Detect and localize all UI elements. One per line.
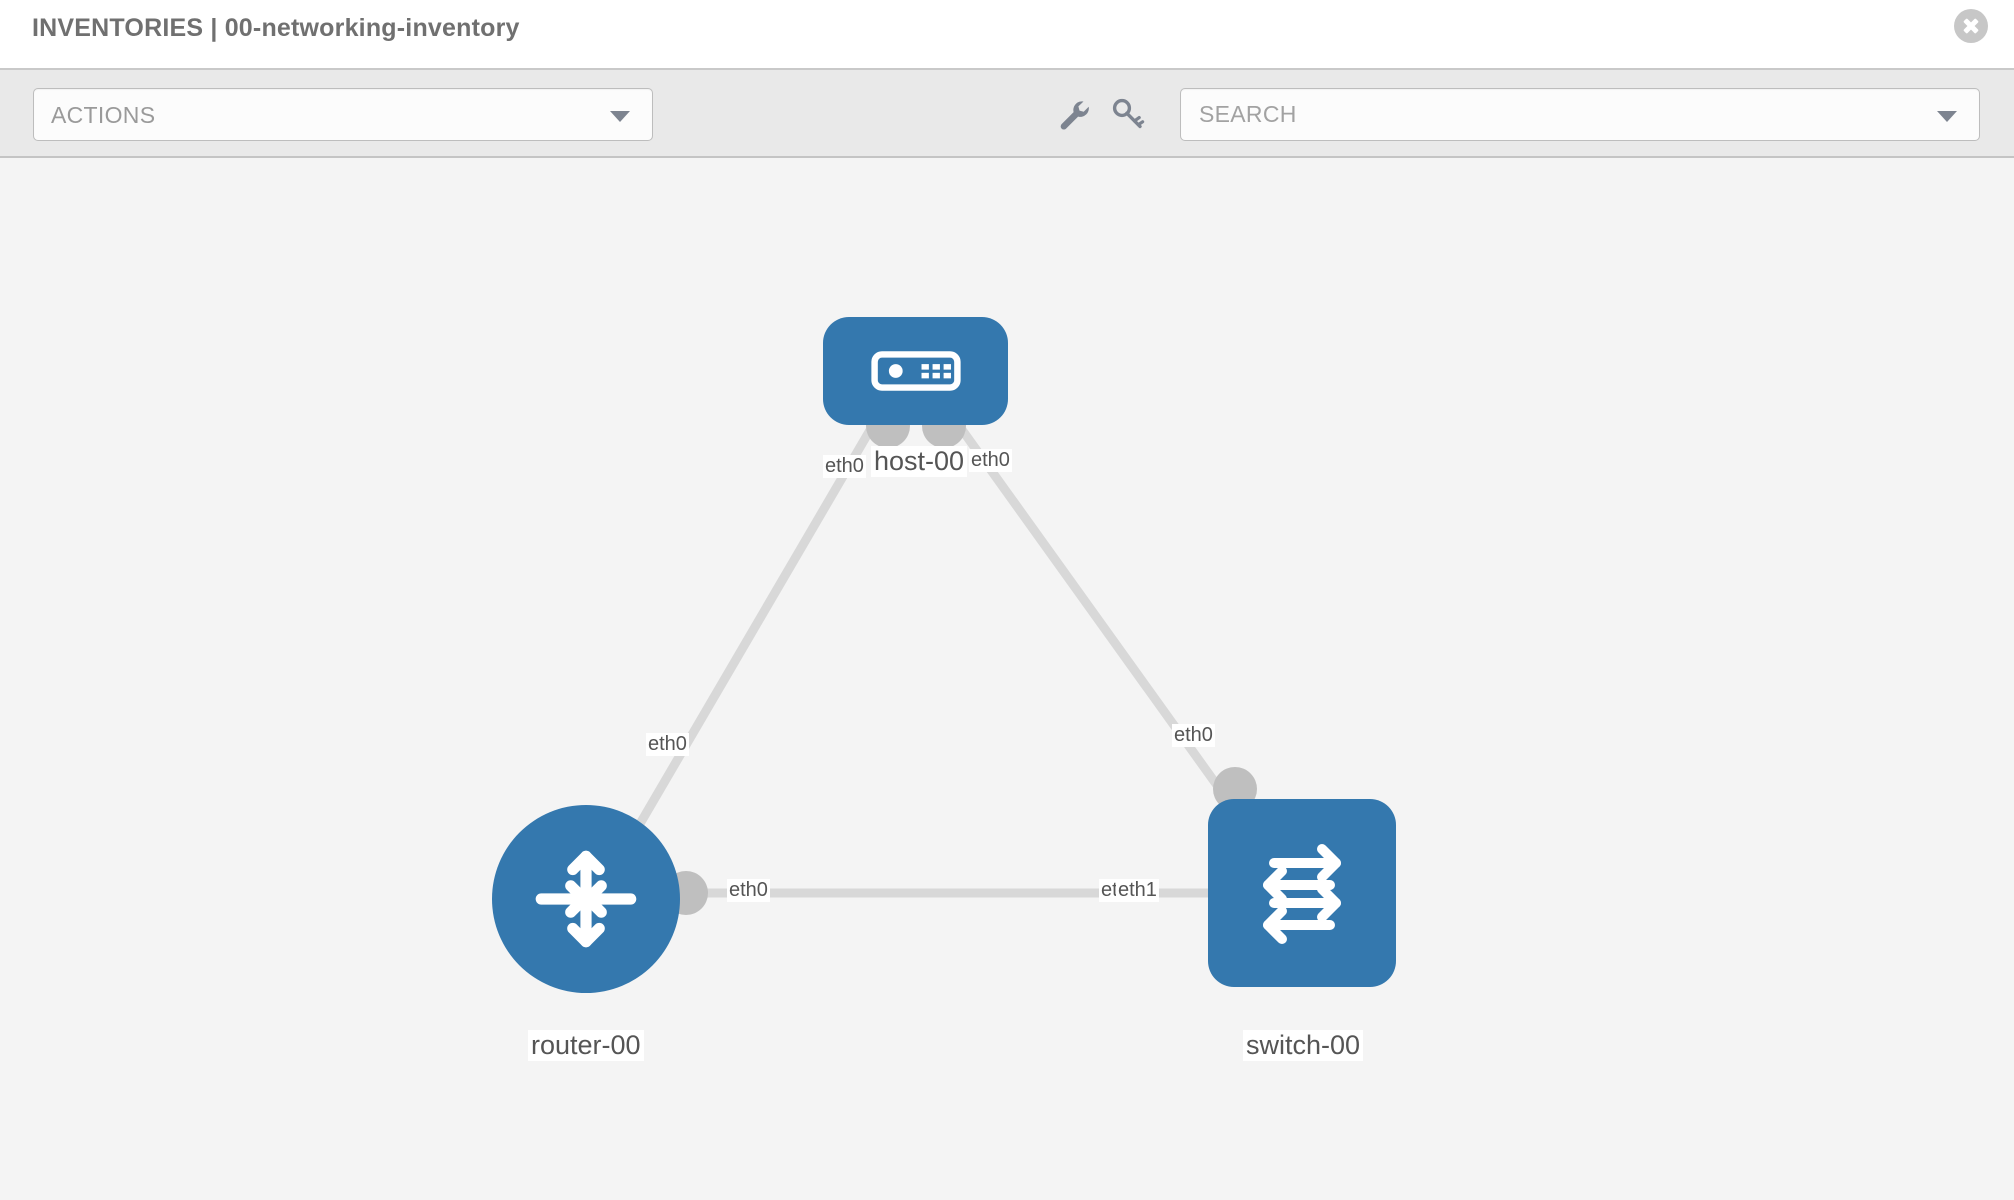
- port-label-router-right: eth0: [727, 879, 770, 902]
- search-chevron-down-icon[interactable]: [1937, 110, 1957, 122]
- link-host-router[interactable]: [616, 410, 884, 861]
- chevron-down-icon: [610, 110, 630, 122]
- topology-canvas[interactable]: host-00 router-00: [0, 158, 2014, 1200]
- node-label-host-00: host-00: [871, 446, 968, 478]
- port-label-switch-left: eth1: [1116, 879, 1159, 902]
- toolbar: ACTIONS: [0, 68, 2014, 158]
- link-host-switch[interactable]: [946, 410, 1266, 851]
- window-header: INVENTORIES | 00-networking-inventory: [0, 0, 2014, 68]
- port-label-host-left: eth0: [823, 455, 866, 478]
- node-label-router-00: router-00: [528, 1030, 644, 1062]
- search-field[interactable]: [1180, 88, 1980, 141]
- topology-graph: [616, 404, 1266, 915]
- router-arrows-icon: [535, 850, 637, 948]
- wrench-icon[interactable]: [1053, 94, 1093, 134]
- node-host-00[interactable]: [823, 317, 1008, 425]
- actions-dropdown-label: ACTIONS: [51, 102, 156, 128]
- server-icon: [870, 351, 961, 391]
- port-label-host-right: eth0: [969, 449, 1012, 472]
- port-label-switch-up: eth0: [1172, 724, 1215, 747]
- node-label-switch-00: switch-00: [1243, 1030, 1364, 1062]
- key-icon[interactable]: [1107, 94, 1147, 134]
- topology-links: [616, 410, 1266, 898]
- switch-arrows-icon: [1263, 844, 1341, 944]
- port-label-router-up: eth0: [646, 733, 689, 756]
- node-router-00[interactable]: [492, 805, 680, 993]
- page-title: INVENTORIES | 00-networking-inventory: [32, 14, 520, 42]
- actions-dropdown[interactable]: ACTIONS: [33, 88, 653, 141]
- close-icon[interactable]: [1954, 9, 1988, 43]
- topology-connectors: [664, 404, 1258, 915]
- search-input[interactable]: [1197, 89, 1897, 140]
- node-switch-00[interactable]: [1208, 799, 1396, 987]
